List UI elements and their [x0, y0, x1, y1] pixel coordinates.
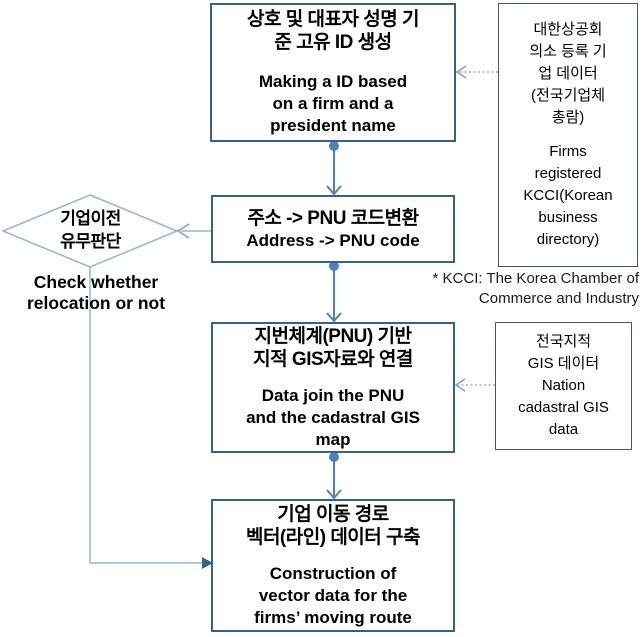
flow-box-gis-join: 지번체계(PNU) 기반 지적 GIS자료와 연결 Data join the … — [211, 322, 455, 453]
route-en-line3: firms’ moving route — [254, 607, 412, 627]
id-generation-en-line1: Making a ID based — [258, 72, 408, 91]
decision-ko-line2: 유무판단 — [60, 232, 121, 251]
decision-en-line2: relocation or not — [26, 293, 166, 313]
gis-source-en-line2: cadastral GIS — [518, 399, 609, 416]
flow-box-route-construction: 기업 이동 경로 벡터(라인) 데이터 구축 Construction of v… — [211, 499, 455, 632]
kcci-footnote: * KCCI: The Korea Chamber of Commerce an… — [375, 269, 639, 309]
decision-ko-line1: 기업이전 — [60, 209, 121, 228]
flow-box-pnu-conversion: 주소 -> PNU 코드변환 Address -> PNU code — [211, 195, 455, 263]
connector1-arrow-head — [326, 185, 342, 196]
kcci-ko-line4: (전국기업체 — [531, 87, 605, 104]
gis-join-ko-line1: 지번체계(PNU) 기반 — [254, 325, 412, 347]
route-en-line1: Construction of — [269, 563, 397, 583]
kcci-en-line4: business — [538, 209, 598, 226]
kcci-en-line1: Firms — [549, 143, 587, 160]
route-ko-line1: 기업 이동 경로 — [277, 503, 389, 525]
kcci-footnote-line2: Commerce and Industry — [478, 290, 639, 307]
kcci-en-line2: registered — [534, 165, 602, 182]
source-box-cadastral-gis: 전국지적 GIS 데이터 Nation cadastral GIS data — [495, 322, 632, 450]
id-generation-en-line3: president name — [270, 116, 396, 135]
id-generation-en-line2: on a firm and a — [272, 94, 394, 113]
gis-join-en-line3: map — [315, 429, 351, 449]
kcci-footnote-line1: * KCCI: The Korea Chamber of — [432, 270, 639, 287]
kcci-ko-line5: 총람) — [551, 109, 585, 126]
connector2-arrow-head — [326, 312, 342, 323]
id-generation-ko-line2: 준 고유 ID 생성 — [274, 32, 392, 53]
arrow-decision-to-route-head — [202, 557, 213, 569]
gis-source-en-line1: Nation — [541, 377, 586, 394]
kcci-en-line5: directory) — [536, 231, 600, 248]
arrow-kcci-to-id-head — [455, 65, 467, 79]
arrow-gis-to-join-head — [454, 378, 466, 392]
route-en-line2: vector data for the — [258, 585, 408, 605]
gis-join-en-line1: Data join the PNU — [261, 385, 405, 405]
source-box-kcci: 대한상공회 의소 등록 기 업 데이터 (전국기업체 총람) Firms reg… — [498, 3, 638, 267]
gis-source-ko-line1: 전국지적 — [535, 333, 592, 350]
decision-en-line1: Check whether — [33, 272, 159, 292]
arrow-pnu-to-decision-head — [176, 223, 190, 239]
gis-source-en-line3: data — [548, 421, 579, 438]
gis-source-ko-line2: GIS 데이터 — [527, 355, 600, 372]
flow-box-id-generation: 상호 및 대표자 성명 기 준 고유 ID 생성 Making a ID bas… — [210, 3, 456, 142]
route-ko-line2: 벡터(라인) 데이터 구축 — [245, 526, 421, 548]
pnu-conversion-en-line1: Address -> PNU code — [246, 230, 420, 250]
pnu-conversion-ko-line1: 주소 -> PNU 코드변환 — [247, 207, 419, 229]
connector3-arrow-head — [326, 489, 342, 500]
id-generation-ko-line1: 상호 및 대표자 성명 기 — [247, 9, 419, 30]
kcci-ko-line1: 대한상공회 — [533, 21, 603, 38]
kcci-ko-line2: 의소 등록 기 — [529, 43, 607, 60]
kcci-ko-line3: 업 데이터 — [538, 65, 598, 82]
decision-diamond-label: 기업이전 유무판단 — [18, 207, 163, 253]
gis-join-ko-line2: 지적 GIS자료와 연결 — [253, 348, 413, 370]
gis-join-en-line2: and the cadastral GIS — [246, 407, 420, 427]
decision-english-caption: Check whether relocation or not — [2, 272, 190, 314]
kcci-en-line3: KCCI(Korean — [523, 187, 613, 204]
arrow-decision-to-route-line — [89, 267, 203, 564]
